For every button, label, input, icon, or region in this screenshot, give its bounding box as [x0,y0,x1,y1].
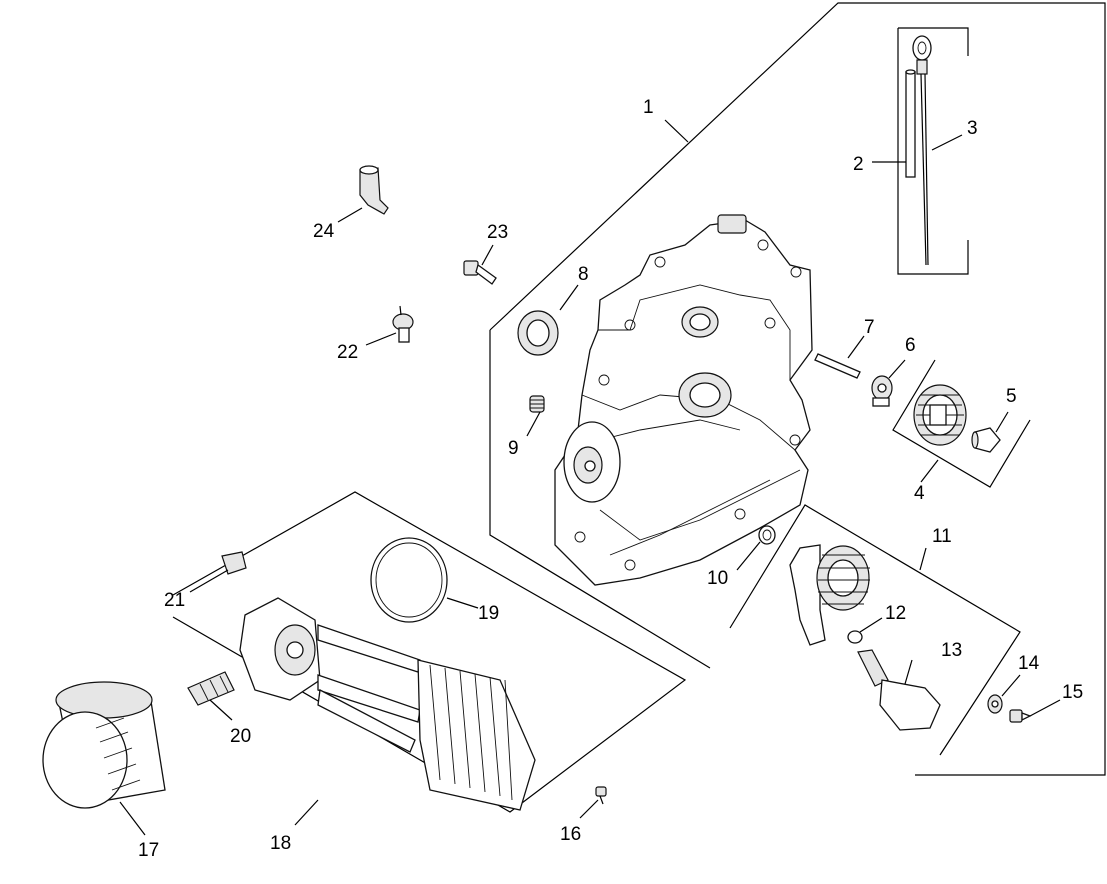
governor-pin-part [971,427,1001,453]
callout-14: 14 [1018,653,1040,674]
oil-pickup-part [857,649,941,731]
callout-6: 6 [905,335,916,356]
adapter-nipple-part [187,671,235,706]
bolt-23-part [463,260,497,285]
callout-20: 20 [230,726,251,747]
callout-2: 2 [853,154,864,175]
group-4-outline [892,359,1031,488]
oil-cooler-part [239,597,536,811]
dipstick-part [912,35,932,266]
callout-15: 15 [1062,682,1083,703]
group-11-outline [729,504,1021,756]
callout-4: 4 [914,483,925,504]
callout-8: 8 [578,264,589,285]
callout-13: 13 [941,640,962,661]
dipstick-tube-part [905,69,916,178]
oil-pump-part [789,544,870,646]
pressure-switch-part [392,305,414,343]
callout-10: 10 [707,568,728,589]
screw-15-part [1009,709,1032,723]
oil-filter-part [42,681,166,809]
washer-part [871,375,893,407]
elbow-fitting-part [359,165,389,215]
callout-9: 9 [508,438,519,459]
group-18-outline [172,491,687,813]
governor-shaft-part [814,353,861,379]
gear-cover-part [554,214,813,586]
callout-23: 23 [487,222,508,243]
group-1-outline [489,2,1106,776]
callout-3: 3 [967,118,978,139]
o-ring-part [758,525,776,545]
callout-18: 18 [270,833,291,854]
pump-o-ring-part [847,630,863,644]
callout-21: 21 [164,590,185,611]
callout-17: 17 [138,840,159,861]
screw-16-part [595,786,607,805]
callout-5: 5 [1006,386,1017,407]
callout-1: 1 [643,97,654,118]
group-dipstick-outline [897,27,969,275]
callout-7: 7 [864,317,875,338]
callout-19: 19 [478,603,499,624]
callouts: 1 2 3 4 5 6 7 8 9 10 11 12 13 14 15 16 1… [138,97,1083,861]
oil-seal-part [517,310,559,356]
plug-21-part [221,551,247,575]
dowel-pin-part [529,395,545,413]
callout-22: 22 [337,342,358,363]
callout-12: 12 [885,603,906,624]
callout-16: 16 [560,824,581,845]
washer-14-part [987,694,1003,714]
leader-lines [119,119,1061,836]
callout-24: 24 [313,221,335,242]
governor-gear-part [913,384,967,446]
gasket-part [370,537,448,623]
callout-11: 11 [932,526,952,547]
